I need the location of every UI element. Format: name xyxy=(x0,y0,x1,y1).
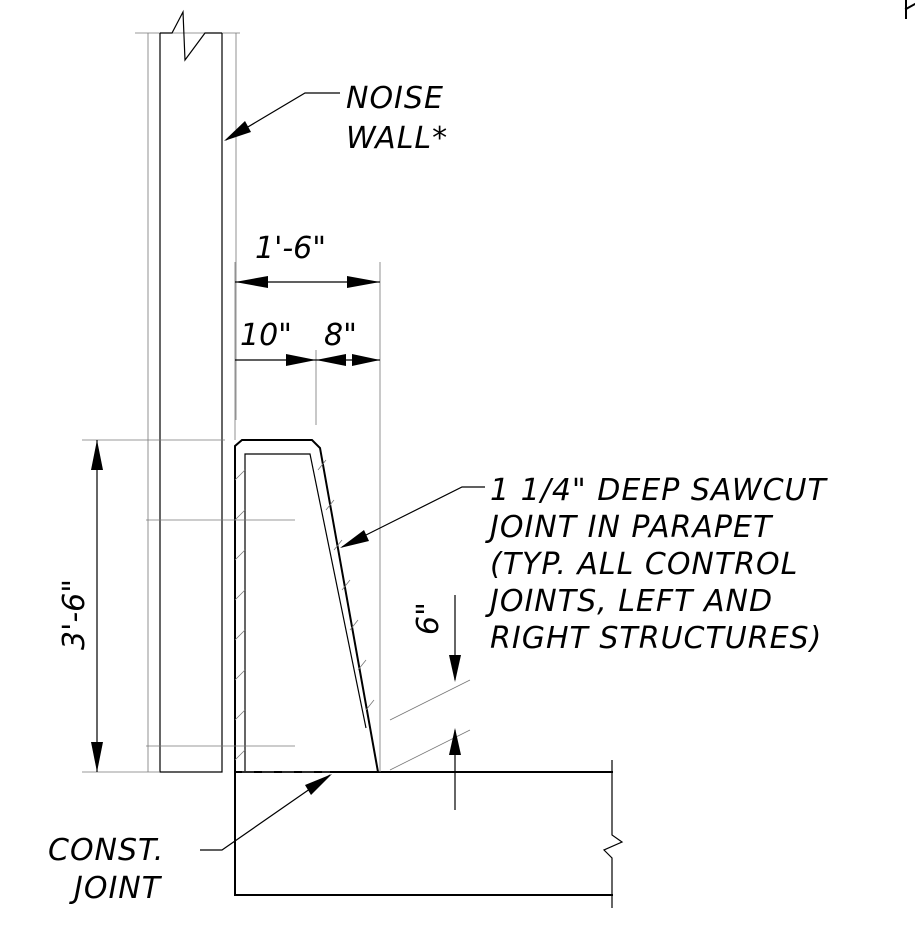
noise-wall-label-line1: NOISE xyxy=(346,81,444,116)
dim-lower-face: 6" xyxy=(411,595,461,810)
dim-slope-offset-label: 8" xyxy=(324,318,357,353)
parapet xyxy=(234,439,380,773)
dim-height-label: 3'-6" xyxy=(57,579,92,650)
leader-noise-wall: NOISE WALL* xyxy=(224,81,448,156)
const-joint-label-line2: JOINT xyxy=(69,871,163,906)
noise-wall-label-line2: WALL* xyxy=(346,121,448,156)
const-joint-label-line1: CONST. xyxy=(48,833,164,868)
leader-sawcut-joint: 1 1/4" DEEP SAWCUT JOINT IN PARAPET (TYP… xyxy=(340,473,828,656)
sawcut-label-line4: JOINTS, LEFT AND xyxy=(485,584,773,619)
dim-overall-width-label: 1'-6" xyxy=(255,231,326,266)
dim-top-width-label: 10" xyxy=(240,318,292,353)
dim-overall-width: 1'-6" xyxy=(235,231,380,288)
dim-lower-face-label: 6" xyxy=(411,602,446,635)
corner-mark xyxy=(904,0,915,19)
extension-lines xyxy=(82,262,471,773)
deck-slab xyxy=(234,760,624,908)
leader-const-joint: CONST. JOINT xyxy=(48,774,332,906)
sawcut-label-line3: (TYP. ALL CONTROL xyxy=(490,547,798,582)
sawcut-label-line2: JOINT IN PARAPET xyxy=(485,510,774,545)
noise-wall xyxy=(135,9,240,773)
dim-top-widths: 10" 8" xyxy=(235,318,380,366)
sawcut-label-line1: 1 1/4" DEEP SAWCUT xyxy=(490,473,828,508)
sawcut-label-line5: RIGHT STRUCTURES) xyxy=(490,621,822,656)
dim-height: 3'-6" xyxy=(57,440,103,772)
